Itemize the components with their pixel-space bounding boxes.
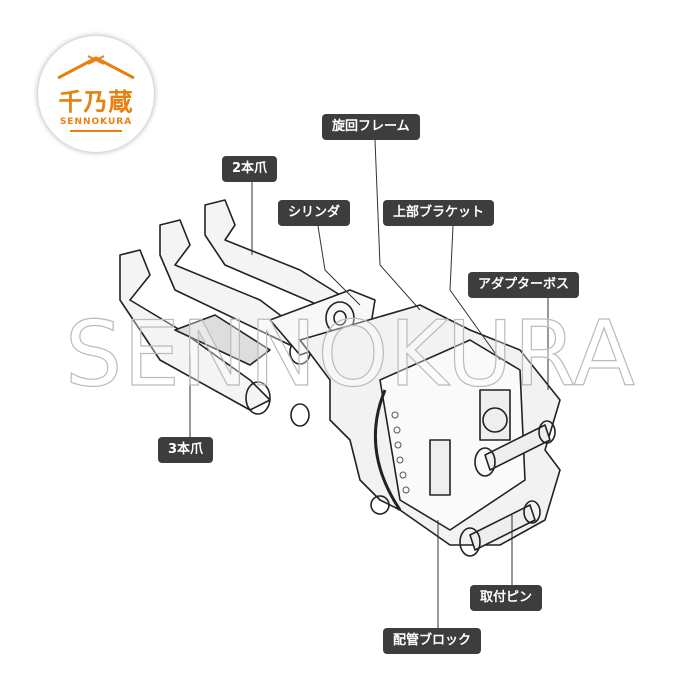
label-upper-bracket: 上部ブラケット bbox=[383, 200, 495, 226]
label-swivel-frame: 旋回フレーム bbox=[322, 114, 420, 140]
label-two-claw: 2本爪 bbox=[222, 156, 278, 182]
logo-kanji: 千乃蔵 bbox=[58, 88, 134, 116]
label-piping-block: 配管ブロック bbox=[383, 628, 482, 654]
label-cylinder: シリンダ bbox=[278, 200, 351, 226]
label-three-claw: 3本爪 bbox=[158, 437, 214, 463]
label-adapter-boss: アダプターボス bbox=[468, 272, 580, 298]
roof-icon bbox=[57, 55, 135, 80]
logo-roman: SENNOKURA bbox=[59, 117, 133, 127]
svg-text:SENNOKURA: SENNOKURA bbox=[65, 302, 635, 407]
brand-logo: 千乃蔵 SENNOKURA bbox=[38, 36, 154, 152]
label-mounting-pin: 取付ピン bbox=[470, 585, 543, 611]
logo-underline bbox=[70, 130, 122, 132]
